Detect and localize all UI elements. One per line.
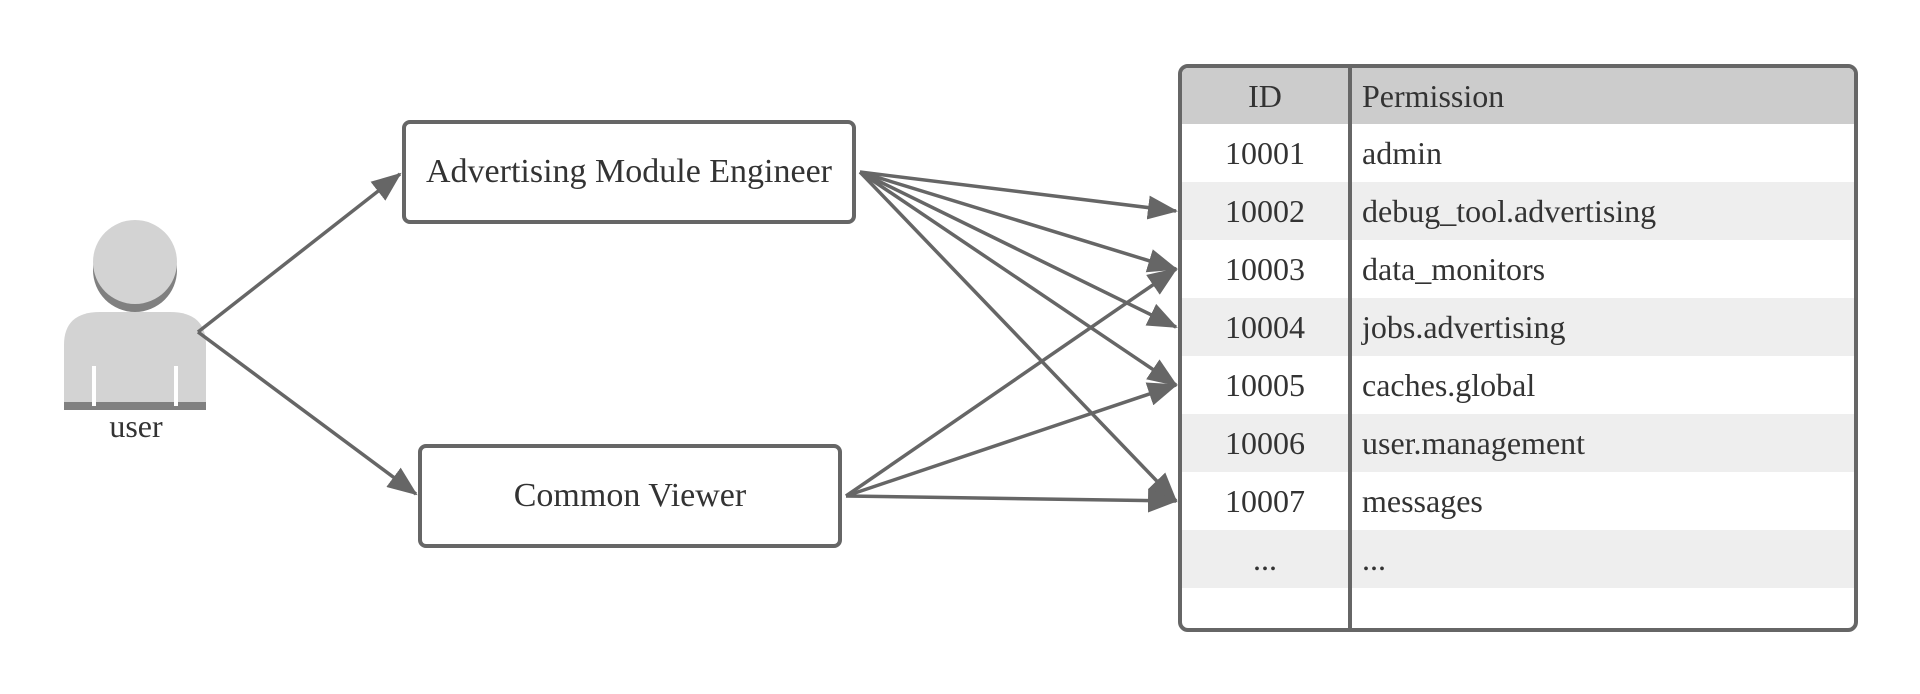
- user-label: user: [109, 408, 163, 444]
- table-row: 10003 data_monitors: [1182, 240, 1854, 298]
- arrow-user-to-viewer: [196, 330, 418, 496]
- table-row: 10002 debug_tool.advertising: [1182, 182, 1854, 240]
- permission-table: ID Permission 10001 admin 10002 debug_to…: [1178, 64, 1858, 632]
- row-permission: admin: [1362, 134, 1442, 171]
- table-row: 10006 user.management: [1182, 414, 1854, 472]
- arrow-viewer-to-10007: [845, 488, 1178, 513]
- table-row: 10007 messages: [1182, 472, 1854, 530]
- column-header-permission: Permission: [1362, 77, 1505, 114]
- row-id: 10005: [1225, 366, 1305, 403]
- arrow-engineer-to-10002: [859, 170, 1178, 220]
- user-icon: [64, 220, 206, 410]
- row-permission: caches.global: [1362, 366, 1536, 403]
- arrow-user-to-engineer: [196, 172, 402, 334]
- role-advertising-module-engineer: Advertising Module Engineer: [402, 120, 856, 224]
- arrow-viewer-to-10003: [845, 267, 1178, 498]
- row-permission: debug_tool.advertising: [1362, 192, 1657, 229]
- arrow-engineer-to-10004: [859, 170, 1178, 329]
- arrow-viewer-to-10005: [845, 382, 1178, 498]
- role-common-viewer: Common Viewer: [418, 444, 842, 548]
- table-header-row: ID Permission: [1182, 68, 1854, 124]
- table-row: 10004 jobs.advertising: [1182, 298, 1854, 356]
- row-id: 10004: [1225, 308, 1305, 345]
- row-id: 10007: [1225, 482, 1305, 519]
- row-permission: user.management: [1362, 424, 1586, 461]
- row-permission: messages: [1362, 482, 1483, 519]
- row-permission: data_monitors: [1362, 250, 1546, 287]
- role-permission-arrows: [845, 170, 1178, 513]
- row-id: ...: [1253, 540, 1277, 577]
- column-header-id: ID: [1248, 77, 1282, 114]
- table-row: 10005 caches.global: [1182, 356, 1854, 414]
- arrow-engineer-to-10007: [858, 170, 1178, 503]
- row-id: 10002: [1225, 192, 1305, 229]
- row-id: 10006: [1225, 424, 1305, 461]
- table-row: 10001 admin: [1182, 124, 1854, 182]
- table-row: ... ...: [1182, 530, 1854, 588]
- row-permission: ...: [1362, 540, 1386, 577]
- row-id: 10001: [1225, 134, 1305, 171]
- arrow-engineer-to-10005: [859, 170, 1178, 387]
- arrow-engineer-to-10003: [859, 170, 1178, 273]
- column-divider: [1348, 68, 1352, 628]
- row-permission: jobs.advertising: [1362, 308, 1566, 345]
- row-id: 10003: [1225, 250, 1305, 287]
